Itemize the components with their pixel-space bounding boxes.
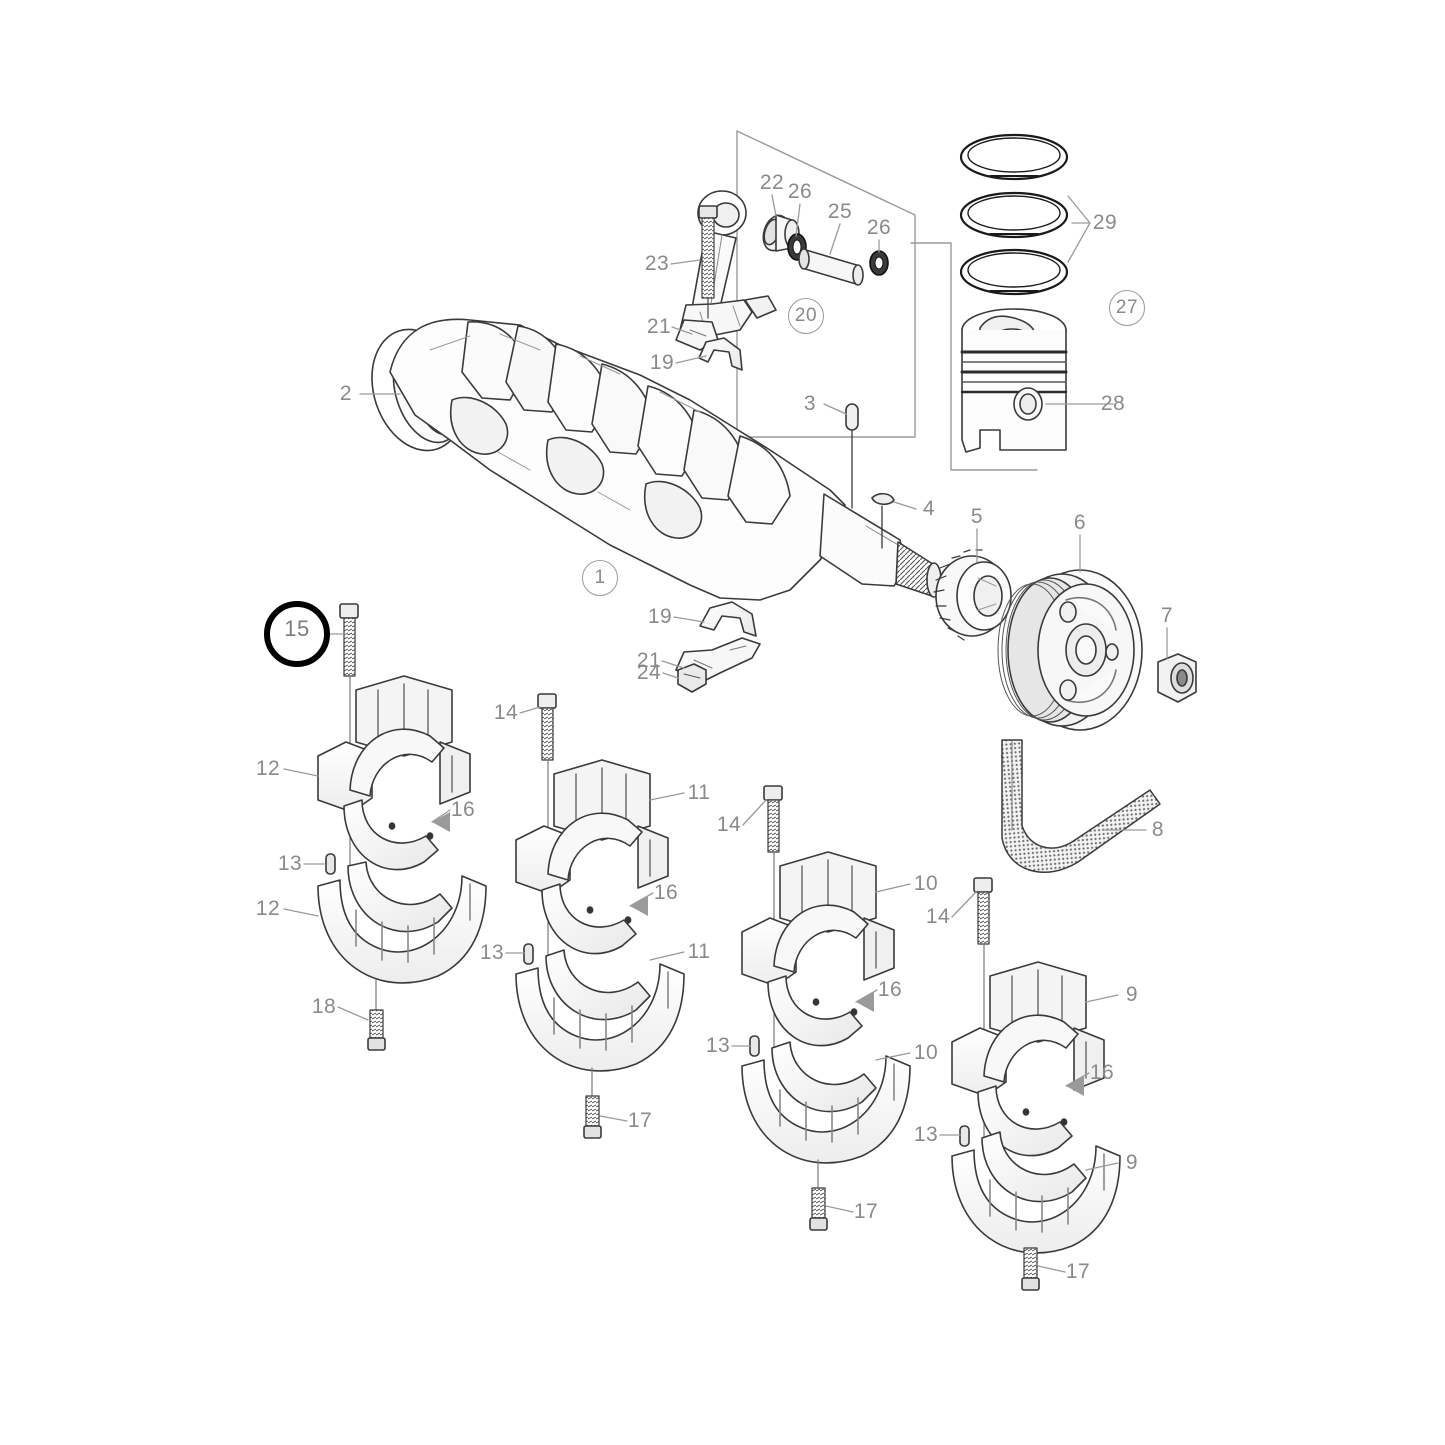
main-bearing-cap-9-lower — [951, 1145, 1121, 1254]
callout-piston[interactable]: 28 — [1100, 392, 1126, 415]
callout-connecting-rod-assembly[interactable]: 20 — [788, 298, 824, 334]
callout-conrod-nut[interactable]: 24 — [636, 661, 662, 684]
conrod-bolt-23 — [698, 205, 718, 319]
dowel-pin-3 — [845, 403, 859, 509]
callout-cap-bolt-short-1[interactable]: 18 — [311, 995, 337, 1018]
callout-piston-ring-set[interactable]: 29 — [1092, 211, 1118, 234]
main-bearing-cap-11-lower — [515, 963, 685, 1072]
main-bearing-shell-16-lower-col4 — [981, 1131, 1087, 1203]
main-bearing-shell-16-lower-col3 — [771, 1041, 877, 1113]
callout-main-bearing-cap-upper-1[interactable]: 12 — [255, 757, 281, 780]
callout-main-bearing-cap-lower-1[interactable]: 12 — [255, 897, 281, 920]
callout-main-bearing-shell-3[interactable]: 16 — [877, 978, 903, 1001]
bearing-column-2 — [515, 693, 685, 1139]
callout-timing-gear[interactable]: 5 — [970, 505, 984, 528]
bearing-column-4 — [951, 877, 1121, 1291]
main-bearing-shell-16-upper — [343, 799, 439, 871]
main-bearing-shell-16-lower-col2 — [545, 949, 651, 1021]
callout-main-bearing-cap-upper-3[interactable]: 10 — [913, 872, 939, 895]
bearing-column-3 — [741, 785, 911, 1231]
locating-pin-13 — [325, 853, 336, 875]
callout-crankshaft-flange-end[interactable]: 2 — [339, 382, 353, 405]
conrod-nut-24 — [677, 663, 707, 693]
conrod-bearing-shell-19-lower — [699, 601, 757, 637]
callout-drive-belt[interactable]: 8 — [1151, 818, 1165, 841]
callout-circlip-right[interactable]: 26 — [866, 216, 892, 239]
callout-locating-pin-4[interactable]: 13 — [913, 1123, 939, 1146]
callout-conrod-bearing-shell-lower[interactable]: 19 — [647, 605, 673, 628]
piston-ring-1 — [959, 133, 1069, 181]
callout-conrod-cap-upper[interactable]: 21 — [646, 315, 672, 338]
locating-pin-13-col3 — [749, 1035, 760, 1057]
callout-cap-bolt-short-3[interactable]: 17 — [853, 1200, 879, 1223]
piston-28 — [960, 308, 1068, 453]
callout-crankshaft-assembly[interactable]: 1 — [582, 560, 618, 596]
callout-main-bearing-cap-upper-4[interactable]: 9 — [1125, 983, 1139, 1006]
cap-bolt-18 — [367, 979, 386, 1051]
woodruff-key-4 — [871, 492, 895, 549]
connecting-rod — [679, 190, 777, 339]
cap-bolt-17-col4 — [1021, 1247, 1040, 1291]
timing-gear-5 — [933, 549, 1012, 641]
group-bracket-piston — [910, 242, 1038, 471]
main-bearing-cap-9-upper — [951, 961, 1105, 1097]
callout-main-bearing-cap-upper-2[interactable]: 11 — [687, 781, 711, 804]
callout-cap-bolt-short-4[interactable]: 17 — [1065, 1260, 1091, 1283]
callout-main-bearing-shell-1[interactable]: 16 — [450, 798, 476, 821]
pulley-nut-7 — [1157, 653, 1197, 703]
callout-main-bearing-cap-lower-2[interactable]: 11 — [687, 940, 711, 963]
callout-cap-bolt-long-4[interactable]: 14 — [925, 905, 951, 928]
callout-main-bearing-cap-lower-4[interactable]: 9 — [1125, 1151, 1139, 1174]
crankshaft-pulley-6 — [997, 569, 1143, 731]
crankshaft — [371, 318, 942, 601]
callout-main-bearing-shell-2[interactable]: 16 — [653, 881, 679, 904]
callout-main-bearing-cap-lower-3[interactable]: 10 — [913, 1041, 939, 1064]
piston-ring-2 — [959, 191, 1069, 239]
callout-conrod-bearing-shell-upper[interactable]: 19 — [649, 351, 675, 374]
drive-belt-8 — [1001, 739, 1161, 873]
main-bearing-cap-10-upper — [741, 851, 895, 987]
piston-pin-25 — [798, 248, 864, 286]
callout-piston-pin[interactable]: 25 — [827, 200, 853, 223]
circlip-26-right — [869, 250, 889, 276]
locating-pin-13-col4 — [959, 1125, 970, 1147]
main-bearing-cap-12-upper — [317, 675, 471, 813]
callout-cap-bolt-long-2[interactable]: 14 — [493, 701, 519, 724]
callout-locating-pin-3[interactable]: 13 — [705, 1034, 731, 1057]
callout-circlip-left[interactable]: 26 — [787, 180, 813, 203]
callout-conrod-bolt[interactable]: 23 — [644, 252, 670, 275]
leader-lines — [283, 194, 1168, 1273]
main-bearing-shell-16-lower — [347, 861, 453, 933]
callout-dowel-pin[interactable]: 3 — [803, 392, 817, 415]
main-bearing-cap-10-lower — [741, 1055, 911, 1164]
callout-locating-pin-2[interactable]: 13 — [479, 941, 505, 964]
main-bearing-shell-16-upper-col2 — [541, 883, 637, 955]
cap-bolt-17-col3 — [809, 1159, 828, 1231]
locating-pin-13-col2 — [523, 943, 534, 965]
callout-pulley-hub-nut[interactable]: 7 — [1160, 604, 1174, 627]
group-bracket-connecting-rod — [736, 130, 916, 438]
callout-piston-assembly[interactable]: 27 — [1109, 290, 1145, 326]
main-bearing-cap-12-lower — [317, 875, 487, 984]
callout-crankshaft-pulley-damper[interactable]: 6 — [1073, 511, 1087, 534]
piston-ring-3 — [959, 248, 1069, 296]
callout-main-bearing-shell-4[interactable]: 16 — [1089, 1061, 1115, 1084]
callout-conrod-cap-lower[interactable]: 21 — [636, 649, 662, 672]
callout-locating-pin-1[interactable]: 13 — [277, 852, 303, 875]
cap-bolt-17-col2 — [583, 1067, 602, 1139]
main-bearing-shell-16-upper-col3 — [767, 975, 863, 1047]
callout-conrod-bushing[interactable]: 22 — [759, 171, 785, 194]
bearing-column-1 — [317, 603, 487, 1051]
callout-cap-bolt-long-3[interactable]: 14 — [716, 813, 742, 836]
leader-arrowheads — [432, 812, 1084, 1096]
callout-cap-bolt-short-2[interactable]: 17 — [627, 1109, 653, 1132]
callout-cap-bolt-long-1[interactable]: 15 — [264, 601, 330, 667]
main-bearing-cap-11-upper — [515, 759, 669, 895]
conrod-bearing-shell-19-upper — [698, 337, 743, 371]
callout-woodruff-key[interactable]: 4 — [922, 497, 936, 520]
